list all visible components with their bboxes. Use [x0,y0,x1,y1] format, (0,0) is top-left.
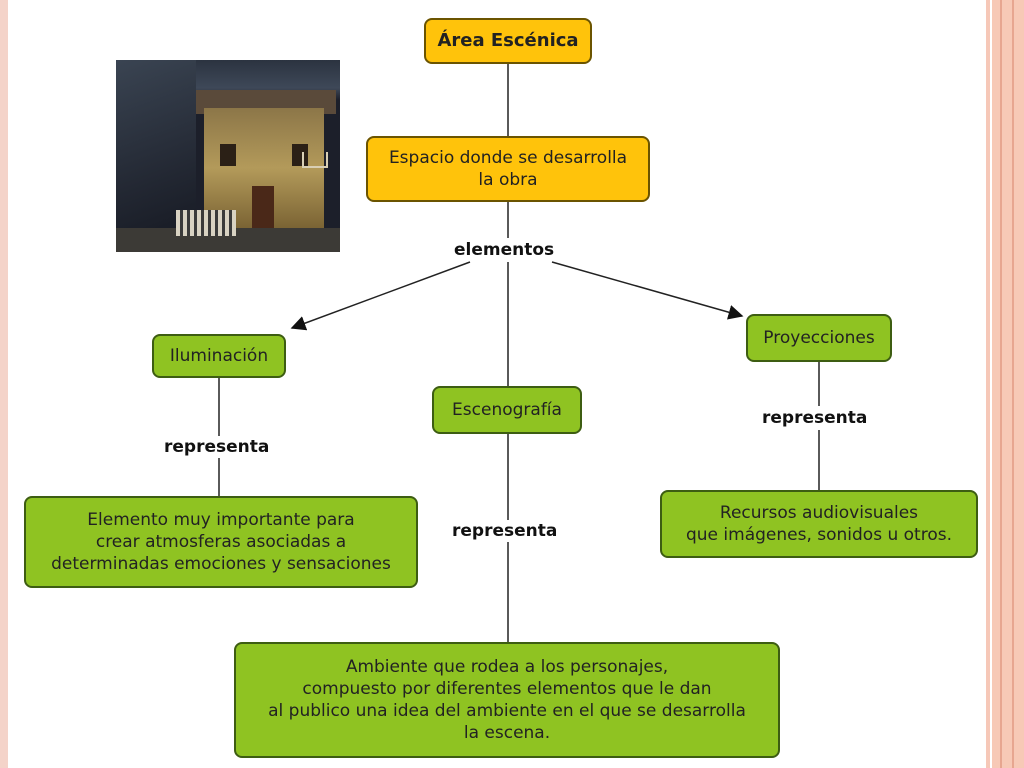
node-iluminacion: Iluminación [152,334,286,378]
stage-photo [116,60,340,252]
connector-elementos-iluminacion [290,261,471,331]
node-proyecciones-desc: Recursos audiovisuales que imágenes, son… [660,490,978,558]
node-escenografia-desc: Ambiente que rodea a los personajes, com… [234,642,780,758]
slide-frame-left [0,0,8,768]
node-area-escenica: Área Escénica [424,18,592,64]
node-escenografia: Escenografía [432,386,582,434]
label-representa-left: representa [162,436,272,458]
connector-elementos-proyecciones [551,261,744,320]
label-representa-right: representa [760,407,870,429]
slide-frame-right [980,0,1024,768]
label-representa-center: representa [450,520,560,542]
label-elementos: elementos [452,239,557,261]
node-espacio: Espacio donde se desarrolla la obra [366,136,650,202]
node-iluminacion-desc: Elemento muy importante para crear atmos… [24,496,418,588]
node-proyecciones: Proyecciones [746,314,892,362]
